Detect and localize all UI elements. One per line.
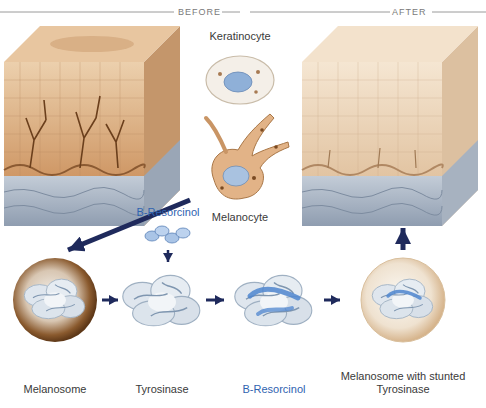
section-heading: BEFORE xyxy=(178,7,221,17)
rule xyxy=(0,12,174,13)
flow-arrow xyxy=(324,299,340,302)
cube-top xyxy=(302,26,478,62)
cell-grid xyxy=(4,62,144,176)
bound-inhibitor xyxy=(388,292,420,298)
enzyme-blob xyxy=(372,279,433,319)
flow-arrow xyxy=(401,228,406,250)
melanosome-illustration xyxy=(13,258,97,342)
pigment-dot xyxy=(218,72,222,76)
epidermis xyxy=(4,62,144,176)
melanosome: Melanosome xyxy=(8,250,102,396)
melanosome-sphere xyxy=(13,258,97,342)
melanocyte-cell xyxy=(206,114,289,199)
basal-layer xyxy=(4,164,145,175)
cell-body xyxy=(212,114,289,199)
flow-arrow xyxy=(206,299,224,302)
rule xyxy=(222,12,240,13)
node-label: Tyrosinase xyxy=(118,383,206,396)
cube-side-dermis xyxy=(442,140,478,226)
melanosome-sphere xyxy=(361,258,445,342)
enzyme-blob xyxy=(235,275,312,325)
dendrite xyxy=(206,118,226,152)
melanocyte-cell: Melanocyte xyxy=(190,108,290,224)
keratinocyte-cell xyxy=(206,56,274,104)
pigment-dot xyxy=(254,90,258,94)
bound-enzyme: B-Resorcinol xyxy=(224,262,324,396)
flow-arrow xyxy=(167,250,170,262)
pigment-patch xyxy=(50,36,134,52)
skin-cube-before: BEFORE xyxy=(4,24,182,228)
resorcinol-molecule xyxy=(145,226,190,243)
molecule-part xyxy=(176,228,190,238)
cell-body xyxy=(206,56,274,104)
node-label: Melanosome xyxy=(8,383,102,396)
rule xyxy=(250,12,390,13)
section-heading: AFTER xyxy=(392,7,427,17)
epidermis xyxy=(302,62,442,176)
inhibitor-molecule: B-Resorcinol xyxy=(122,206,214,250)
dermis-fibers xyxy=(4,187,144,215)
melanosome-dot xyxy=(260,128,264,132)
tyrosinase-illustration xyxy=(123,275,200,325)
bound-inhibitor xyxy=(258,308,292,314)
node-label: Melanocyte xyxy=(190,211,290,224)
enzyme-blob xyxy=(123,275,200,325)
cube-top xyxy=(4,26,180,62)
melanosome-dot xyxy=(220,186,224,190)
bound-inhibitor xyxy=(250,289,298,298)
dermis xyxy=(4,176,144,226)
skin-cube-after: AFTER xyxy=(300,24,480,228)
nucleus xyxy=(223,166,249,186)
pigment-dot xyxy=(256,70,260,74)
skin-cube-before xyxy=(4,26,180,226)
stunted-melanosome: Melanosome with stunted Tyrosinase xyxy=(340,250,466,396)
dermis-fibers xyxy=(302,187,442,215)
keratinocyte-cell: Keratinocyte xyxy=(196,30,284,110)
skin-cube-after xyxy=(302,26,478,226)
node-label: Melanosome with stunted Tyrosinase xyxy=(340,370,466,396)
node-label: B-Resorcinol xyxy=(224,383,324,396)
basal-layer xyxy=(302,164,443,175)
melanosome-dot xyxy=(274,145,278,149)
rule xyxy=(432,12,486,13)
melanin-dendrites xyxy=(26,96,124,168)
faded-dendrites xyxy=(328,148,416,168)
flow-arrow xyxy=(102,299,118,302)
enzyme-blob xyxy=(24,279,85,319)
nucleus xyxy=(224,72,252,92)
bound-enzyme-illustration xyxy=(235,275,312,325)
node-label: B-Resorcinol xyxy=(122,206,214,219)
enzyme: Tyrosinase xyxy=(118,262,206,396)
dermis xyxy=(302,176,442,226)
node-label: Keratinocyte xyxy=(196,30,284,43)
stunted-melanosome-illustration xyxy=(361,258,445,342)
melanosome-dot xyxy=(252,176,256,180)
cell-grid xyxy=(302,62,442,176)
